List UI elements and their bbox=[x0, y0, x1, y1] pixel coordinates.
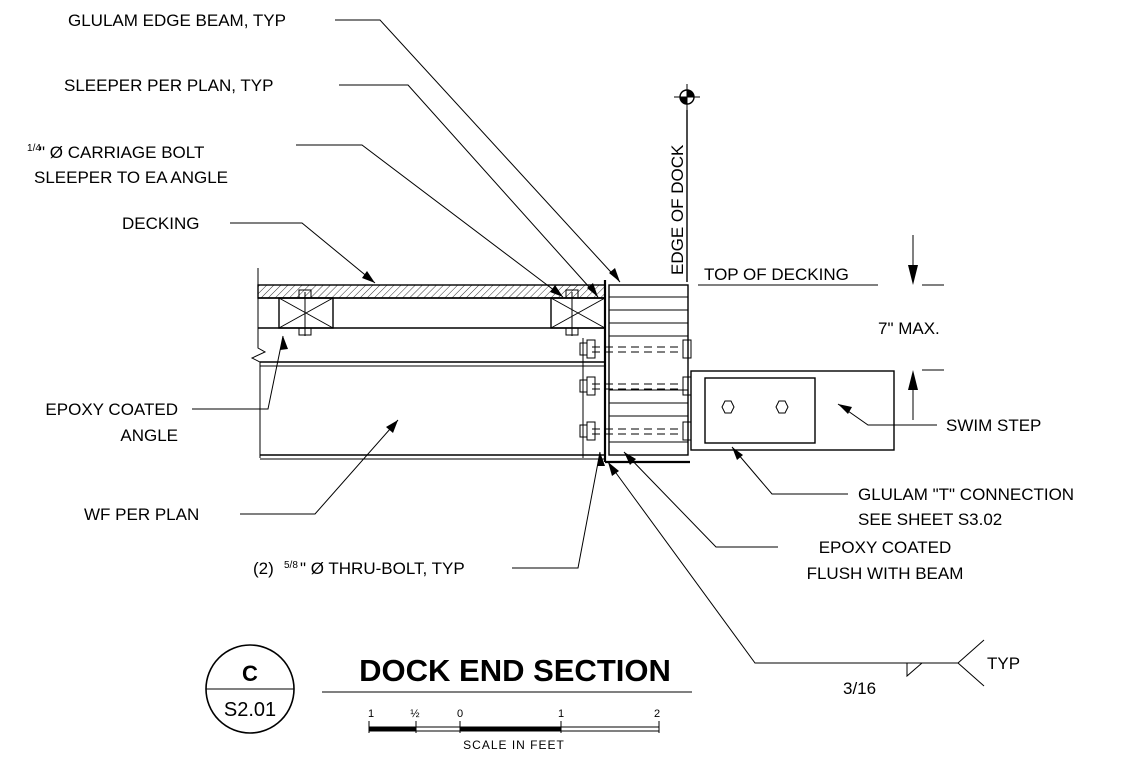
height-dimension bbox=[698, 235, 944, 420]
thru-bolt bbox=[579, 339, 692, 441]
carriage-bolt bbox=[298, 289, 579, 336]
section-geometry bbox=[250, 84, 944, 464]
label-glulam-t-line1: GLULAM "T" CONNECTION bbox=[858, 485, 1074, 504]
wf-beam bbox=[260, 280, 690, 464]
scale-bar: 1 ½ 0 1 2 SCALE IN FEET bbox=[368, 708, 660, 752]
detail-callout: C S2.01 bbox=[205, 644, 295, 734]
label-epoxy-angle-line2: ANGLE bbox=[120, 426, 178, 445]
label-thru-bolt-prefix: (2) bbox=[253, 559, 274, 578]
label-wf: WF PER PLAN bbox=[84, 505, 199, 524]
label-top-of-decking: TOP OF DECKING bbox=[704, 265, 849, 284]
scale-tick-label: 2 bbox=[654, 708, 660, 720]
sleeper bbox=[258, 297, 606, 329]
label-glulam-edge-beam: GLULAM EDGE BEAM, TYP bbox=[68, 11, 286, 30]
label-glulam-t-line2: SEE SHEET S3.02 bbox=[858, 510, 1002, 529]
circle-crosshair-icon bbox=[674, 84, 700, 110]
label-sleeper: SLEEPER PER PLAN, TYP bbox=[64, 76, 273, 95]
label-carriage-bolt-line2: SLEEPER TO EA ANGLE bbox=[34, 168, 228, 187]
label-swim-step: SWIM STEP bbox=[946, 416, 1041, 435]
drawing-title: DOCK END SECTION bbox=[359, 653, 671, 688]
label-weld-size: 3/16 bbox=[843, 679, 876, 698]
swim-step bbox=[690, 370, 895, 451]
label-weld-typ: TYP bbox=[987, 654, 1020, 673]
sheet-ref: S2.01 bbox=[224, 699, 276, 721]
fraction-five-eighths: 5/8 bbox=[284, 560, 298, 571]
label-carriage-bolt: 1/4 " Ø CARRIAGE BOLT SLEEPER TO EA ANGL… bbox=[27, 143, 228, 187]
scale-tick-label: ½ bbox=[410, 708, 419, 720]
glulam-edge-beam bbox=[608, 284, 689, 456]
label-carriage-bolt-line1: " Ø CARRIAGE BOLT bbox=[39, 143, 204, 162]
label-epoxy-angle-line1: EPOXY COATED bbox=[45, 400, 178, 419]
fillet-weld-icon bbox=[906, 639, 985, 687]
label-edge-of-dock: EDGE OF DOCK bbox=[668, 144, 687, 275]
leaders bbox=[192, 19, 958, 664]
scale-tick-label: 1 bbox=[558, 708, 564, 720]
scale-caption: SCALE IN FEET bbox=[463, 738, 565, 752]
fraction-quarter: 1/4 bbox=[27, 143, 41, 154]
scale-tick-label: 0 bbox=[457, 708, 463, 720]
label-thru-bolt-suffix: " Ø THRU-BOLT, TYP bbox=[300, 559, 465, 578]
label-epoxy-flush-line2: FLUSH WITH BEAM bbox=[807, 564, 964, 583]
label-epoxy-flush-line1: EPOXY COATED bbox=[819, 538, 952, 557]
label-max-height: 7" MAX. bbox=[878, 319, 940, 338]
label-thru-bolt: (2) 5/8 " Ø THRU-BOLT, TYP bbox=[253, 559, 465, 578]
label-decking: DECKING bbox=[122, 214, 199, 233]
detail-letter: C bbox=[242, 661, 258, 686]
scale-tick-label: 1 bbox=[368, 708, 374, 720]
break-line bbox=[250, 268, 267, 458]
